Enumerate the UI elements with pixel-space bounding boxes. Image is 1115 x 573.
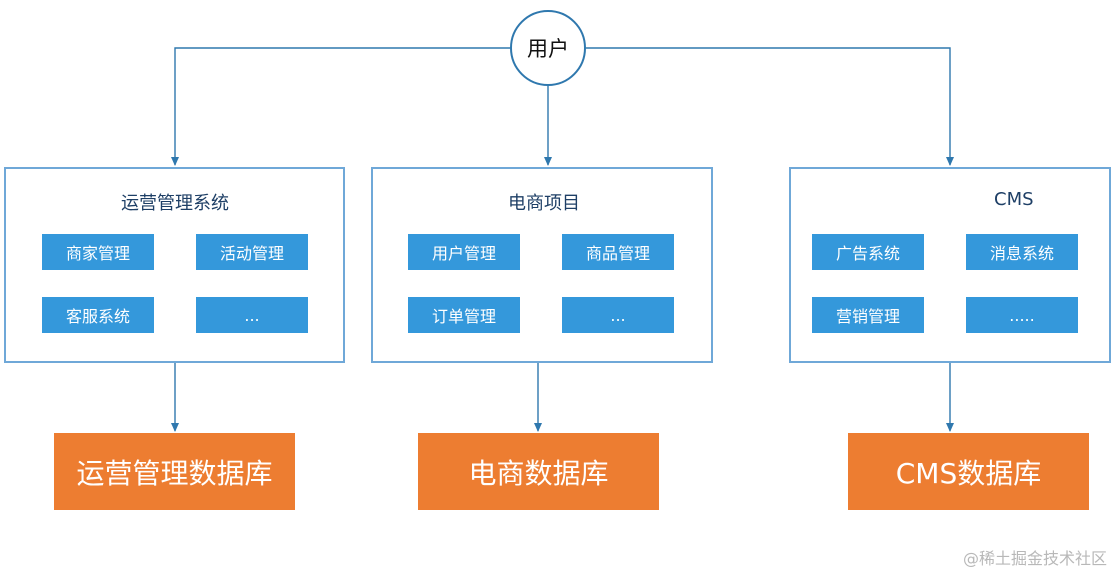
ecommerce-more-module: ...	[562, 297, 674, 333]
user-to-ops-connector	[171, 47, 510, 166]
user-management-module: 用户管理	[408, 234, 520, 270]
ecommerce-database: 电商数据库	[418, 433, 659, 510]
advertising-system-module: 广告系统	[812, 234, 924, 270]
ops-management-system-box: 运营管理系统 商家管理 活动管理 客服系统 ...	[4, 167, 345, 363]
ops-management-database: 运营管理数据库	[54, 433, 295, 510]
cms-system-box: CMS 广告系统 消息系统 营销管理 .....	[789, 167, 1111, 363]
user-node: 用户	[510, 10, 586, 86]
merchant-management-module: 商家管理	[42, 234, 154, 270]
user-label: 用户	[527, 37, 569, 61]
ops-management-system-title: 运营管理系统	[121, 193, 229, 214]
ops-more-module: ...	[196, 297, 308, 333]
watermark-text: @稀土掘金技术社区	[962, 549, 1107, 568]
ecommerce-project-box: 电商项目 用户管理 商品管理 订单管理 ...	[371, 167, 713, 363]
order-management-module: 订单管理	[408, 297, 520, 333]
activity-management-module: 活动管理	[196, 234, 308, 270]
cms-database: CMS数据库	[848, 433, 1089, 510]
customer-service-module: 客服系统	[42, 297, 154, 333]
user-to-cms-connector	[586, 47, 954, 166]
message-system-module: 消息系统	[966, 234, 1078, 270]
cms-more-module: .....	[966, 297, 1078, 333]
marketing-management-module: 营销管理	[812, 297, 924, 333]
cms-system-title: CMS	[994, 189, 1034, 210]
ecommerce-project-title: 电商项目	[508, 193, 580, 214]
product-management-module: 商品管理	[562, 234, 674, 270]
